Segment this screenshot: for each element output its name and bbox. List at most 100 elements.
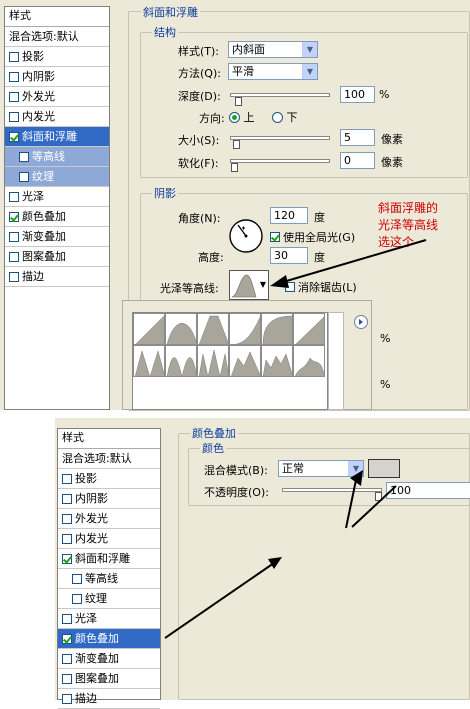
contour-preset[interactable]	[229, 345, 261, 377]
soften-label: 软化(F):	[178, 157, 219, 170]
chevron-down-icon[interactable]: ▼	[348, 461, 363, 476]
style-select-value: 内斜面	[232, 43, 265, 56]
sidebar-item[interactable]: 外发光	[5, 87, 109, 107]
sidebar-item[interactable]: 内阴影	[5, 67, 109, 87]
contour-preset[interactable]	[197, 313, 229, 345]
checkbox-unchecked-icon[interactable]	[72, 593, 82, 604]
contour-preset[interactable]	[133, 313, 165, 345]
soften-input[interactable]: 0	[340, 152, 375, 169]
sidebar-item[interactable]: 内发光	[58, 529, 160, 549]
checkbox-unchecked-icon[interactable]	[9, 251, 19, 262]
checkbox-unchecked-icon[interactable]	[19, 151, 29, 162]
sidebar-item[interactable]: 渐变叠加	[58, 649, 160, 669]
soften-slider-thumb[interactable]	[231, 163, 238, 172]
checkbox-unchecked-icon[interactable]	[72, 573, 82, 584]
sidebar-item[interactable]: 颜色叠加	[5, 207, 109, 227]
sidebar-item[interactable]: 颜色叠加	[58, 629, 160, 649]
checkbox-unchecked-icon[interactable]	[9, 71, 19, 82]
sidebar-items: 混合选项:默认投影内阴影外发光内发光斜面和浮雕等高线纹理光泽颜色叠加渐变叠加图案…	[5, 27, 109, 287]
opacity-slider-thumb[interactable]	[375, 492, 382, 501]
checkbox-checked-icon[interactable]	[9, 211, 19, 222]
chevron-down-icon[interactable]: ▼	[302, 64, 317, 79]
checkbox-unchecked-icon[interactable]	[62, 673, 72, 684]
triangle-down-icon[interactable]: ▼	[259, 280, 266, 289]
depth-slider-thumb[interactable]	[234, 97, 242, 106]
checkbox-checked-icon[interactable]	[62, 633, 72, 644]
blend-mode-select[interactable]: 正常 ▼	[278, 460, 364, 477]
checkbox-unchecked-icon[interactable]	[62, 653, 72, 664]
style-select[interactable]: 内斜面 ▼	[228, 41, 318, 58]
checkbox-unchecked-icon[interactable]	[9, 191, 19, 202]
sidebar-item[interactable]: 斜面和浮雕	[58, 549, 160, 569]
sidebar-item[interactable]: 斜面和浮雕	[5, 127, 109, 147]
sidebar-item[interactable]: 等高线	[5, 147, 109, 167]
checkbox-unchecked-icon[interactable]	[62, 493, 72, 504]
checkbox-unchecked-icon[interactable]	[9, 91, 19, 102]
sidebar-item-label: 外发光	[75, 512, 108, 525]
sidebar-item-label: 描边	[22, 270, 44, 283]
checkbox-checked-icon[interactable]	[9, 131, 19, 142]
sidebar-item[interactable]: 图案叠加	[58, 669, 160, 689]
sidebar-item[interactable]: 外发光	[58, 509, 160, 529]
sidebar-item[interactable]: 光泽	[58, 609, 160, 629]
sidebar-item[interactable]: 投影	[58, 469, 160, 489]
direction-up-radio[interactable]: 上	[229, 109, 255, 125]
angle-dial[interactable]	[228, 218, 264, 254]
angle-input[interactable]: 120	[270, 207, 308, 224]
sidebar-item[interactable]: 光泽	[5, 187, 109, 207]
checkbox-unchecked-icon[interactable]	[62, 473, 72, 484]
radio-selected-icon[interactable]	[229, 112, 240, 123]
size-input[interactable]: 5	[340, 129, 375, 146]
contour-preset[interactable]	[133, 345, 165, 377]
sidebar-item[interactable]: 纹理	[5, 167, 109, 187]
sidebar-item[interactable]: 内阴影	[58, 489, 160, 509]
contour-grid-scrollbar[interactable]	[328, 312, 344, 410]
depth-input[interactable]: 100	[340, 86, 375, 103]
size-slider-thumb[interactable]	[232, 140, 240, 149]
sidebar-item[interactable]: 投影	[5, 47, 109, 67]
overlay-color-swatch[interactable]	[368, 459, 400, 478]
sidebar-item[interactable]: 混合选项:默认	[5, 27, 109, 47]
checkbox-unchecked-icon[interactable]	[9, 271, 19, 282]
altitude-input[interactable]: 30	[270, 247, 308, 264]
opacity-slider-track[interactable]	[282, 488, 382, 492]
opacity-input[interactable]: 100	[386, 482, 470, 499]
checkbox-checked-icon[interactable]	[270, 232, 280, 242]
sidebar-item[interactable]: 渐变叠加	[5, 227, 109, 247]
direction-down-radio[interactable]: 下	[272, 109, 298, 125]
contour-preset[interactable]	[261, 313, 293, 345]
checkbox-unchecked-icon[interactable]	[62, 513, 72, 524]
contour-preset[interactable]	[293, 345, 325, 377]
radio-unselected-icon[interactable]	[272, 112, 283, 123]
sidebar-item[interactable]: 内发光	[5, 107, 109, 127]
sidebar-item[interactable]: 等高线	[58, 569, 160, 589]
technique-label: 方法(Q):	[178, 67, 221, 80]
contour-preset[interactable]	[165, 345, 197, 377]
contour-preset[interactable]	[229, 313, 261, 345]
contour-preset[interactable]	[261, 345, 293, 377]
checkbox-unchecked-icon[interactable]	[62, 613, 72, 624]
contour-preset[interactable]	[293, 313, 325, 345]
global-light-checkbox[interactable]: 使用全局光(G)	[270, 229, 355, 245]
right-arrow-circle-icon[interactable]	[354, 315, 368, 329]
contour-preset[interactable]	[197, 345, 229, 377]
sidebar-item[interactable]: 图案叠加	[5, 247, 109, 267]
sidebar-item[interactable]: 纹理	[58, 589, 160, 609]
depth-slider-track[interactable]	[230, 93, 330, 97]
checkbox-checked-icon[interactable]	[62, 553, 72, 564]
sidebar-item[interactable]: 混合选项:默认	[58, 449, 160, 469]
checkbox-unchecked-icon[interactable]	[19, 171, 29, 182]
checkbox-unchecked-icon[interactable]	[9, 51, 19, 62]
technique-select[interactable]: 平滑 ▼	[228, 63, 318, 80]
gloss-contour-picker[interactable]: ▼	[229, 270, 269, 300]
soften-slider-track[interactable]	[230, 159, 330, 163]
checkbox-unchecked-icon[interactable]	[62, 533, 72, 544]
checkbox-unchecked-icon[interactable]	[9, 231, 19, 242]
sidebar-item[interactable]: 描边	[5, 267, 109, 287]
contour-preset[interactable]	[165, 313, 197, 345]
sidebar-item-label: 内发光	[75, 532, 108, 545]
sidebar-item-label: 内阴影	[75, 492, 108, 505]
checkbox-unchecked-icon[interactable]	[9, 111, 19, 122]
chevron-down-icon[interactable]: ▼	[302, 42, 317, 57]
size-slider-track[interactable]	[230, 136, 330, 140]
